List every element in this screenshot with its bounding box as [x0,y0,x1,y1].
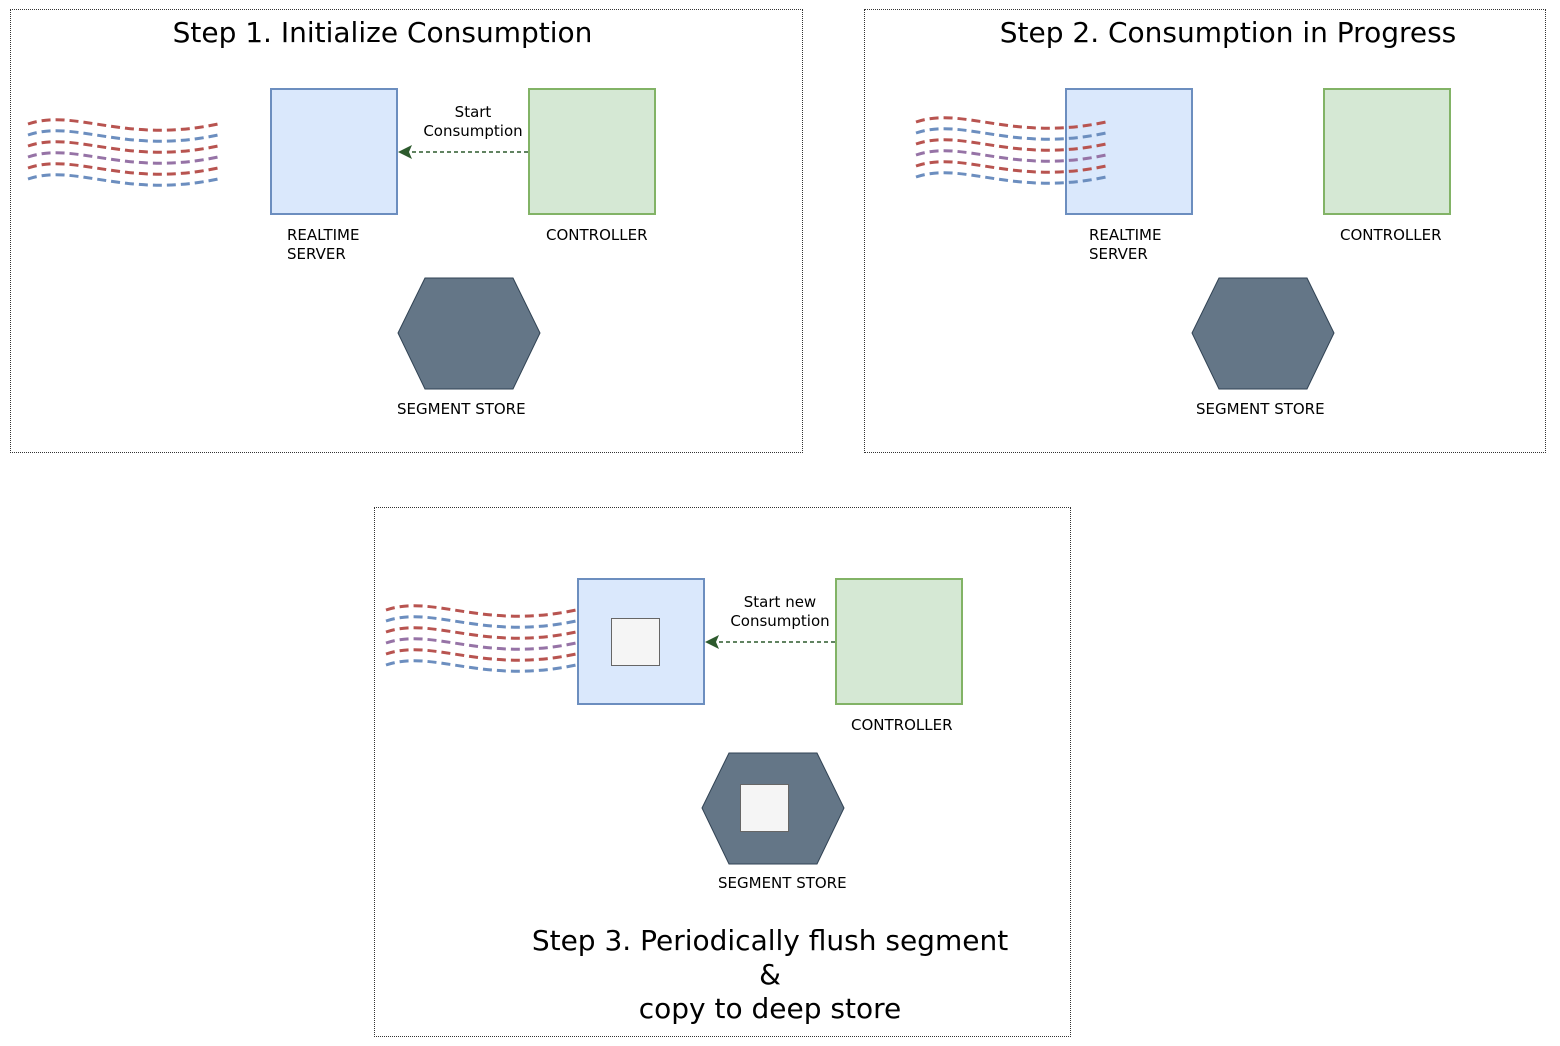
stream-lines [915,116,1107,185]
segment-store-label: SEGMENT STORE [1196,400,1325,418]
start-consumption-label: Start Consumption [423,103,523,140]
segment-store [397,277,541,390]
realtime-server [270,88,398,215]
realtime-server-label: REALTIME SERVER [287,226,360,263]
start-new-consumption-label: Start new Consumption [730,593,830,630]
step-1-panel [10,9,803,453]
realtime-server-label: REALTIME SERVER [1089,226,1162,263]
segment-store-hexagon [1191,277,1335,390]
data-stream-1 [27,118,219,187]
start-new-consumption-arrow [705,635,835,649]
segment-store [1191,277,1335,390]
consuming-segment [611,618,660,666]
step-1-title: Step 1. Initialize Consumption [172,16,593,49]
controller [835,578,963,705]
start-consumption-arrow [398,145,528,159]
segment-store-label: SEGMENT STORE [718,874,847,892]
data-stream-3 [385,604,577,673]
realtime-server [1065,88,1193,215]
controller-label: CONTROLLER [546,226,648,244]
step-2-panel [864,9,1546,453]
flushed-segment [740,784,789,832]
stream-lines [27,118,219,187]
controller [1323,88,1451,215]
controller-label: CONTROLLER [851,716,953,734]
controller-label: CONTROLLER [1340,226,1442,244]
step-2-title: Step 2. Consumption in Progress [999,16,1457,49]
segment-store-label: SEGMENT STORE [397,400,526,418]
data-stream-2 [915,116,1107,185]
stream-lines [385,604,577,673]
step-3-title: Step 3. Periodically flush segment & cop… [531,924,1009,1025]
controller [528,88,656,215]
segment-store-hexagon [397,277,541,390]
